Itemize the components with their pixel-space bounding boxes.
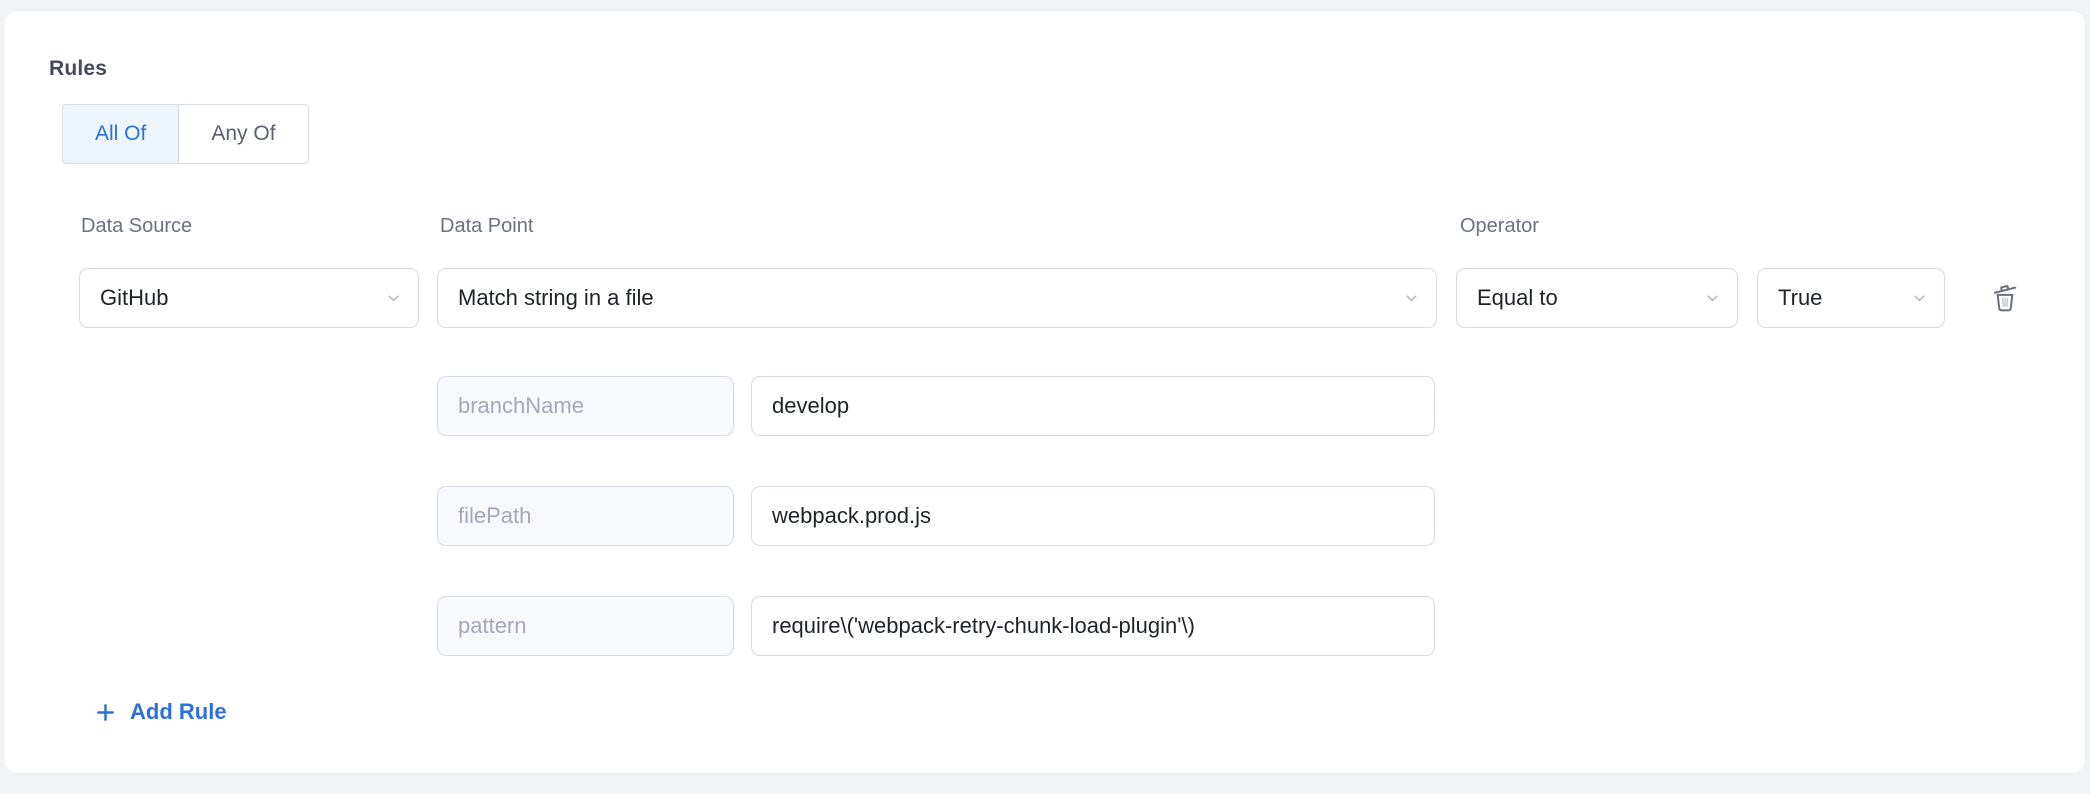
add-rule-label: Add Rule xyxy=(130,699,227,725)
toggle-any-of[interactable]: Any Of xyxy=(178,105,307,163)
plus-icon xyxy=(94,701,117,724)
rules-section-title: Rules xyxy=(49,57,107,81)
delete-rule-button[interactable] xyxy=(1985,279,2025,319)
data-source-select[interactable]: GitHub xyxy=(79,268,419,328)
param-key-field[interactable] xyxy=(437,596,734,656)
toggle-all-of[interactable]: All Of xyxy=(63,105,178,163)
operator-select[interactable]: Equal to xyxy=(1456,268,1738,328)
chevron-down-icon xyxy=(1704,290,1721,307)
data-point-value: Match string in a file xyxy=(458,285,654,311)
data-source-label: Data Source xyxy=(81,215,192,238)
operator-label: Operator xyxy=(1460,215,1539,238)
param-row-pattern xyxy=(437,596,1435,656)
param-key-field[interactable] xyxy=(437,376,734,436)
data-point-select[interactable]: Match string in a file xyxy=(437,268,1437,328)
param-row-branchname xyxy=(437,376,1435,436)
rules-card: Rules All Of Any Of Data Source Data Poi… xyxy=(3,10,2086,774)
param-value-field[interactable] xyxy=(751,376,1435,436)
param-key-field[interactable] xyxy=(437,486,734,546)
chevron-down-icon xyxy=(1911,290,1928,307)
operator-boolean-select[interactable]: True xyxy=(1757,268,1945,328)
rule-match-toggle-group: All Of Any Of xyxy=(62,104,309,164)
param-value-field[interactable] xyxy=(751,596,1435,656)
chevron-down-icon xyxy=(1403,290,1420,307)
operator-value: Equal to xyxy=(1477,285,1558,311)
data-point-label: Data Point xyxy=(440,215,533,238)
param-value-field[interactable] xyxy=(751,486,1435,546)
data-source-value: GitHub xyxy=(100,285,168,311)
operator-boolean-value: True xyxy=(1778,285,1822,311)
trash-icon xyxy=(1987,280,2023,319)
chevron-down-icon xyxy=(385,290,402,307)
param-row-filepath xyxy=(437,486,1435,546)
add-rule-button[interactable]: Add Rule xyxy=(94,699,227,725)
